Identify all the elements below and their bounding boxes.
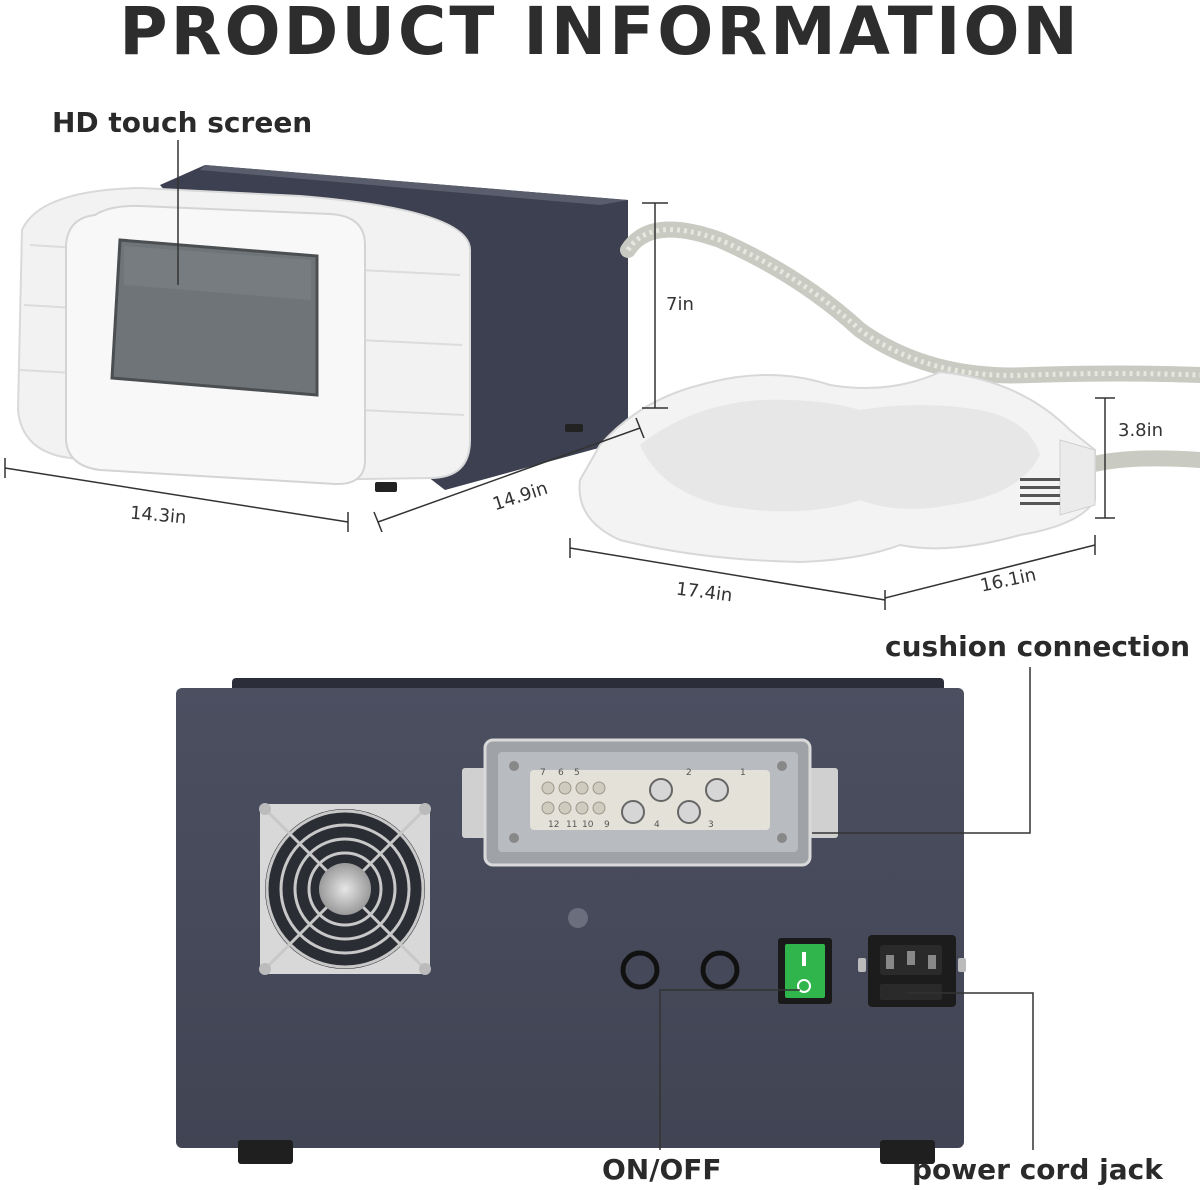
page-title: PRODUCT INFORMATION [119, 0, 1081, 70]
dimension-lines [4, 202, 1115, 610]
round-port-right[interactable] [700, 950, 740, 990]
pin-label: 4 [654, 820, 660, 830]
cushion-cable [620, 221, 1200, 384]
pin-label: 3 [708, 820, 714, 830]
pin-label: 6 [558, 768, 564, 778]
pin-label: 9 [604, 820, 610, 830]
on-off-label: ON/OFF [602, 1153, 722, 1186]
indicator-led [568, 908, 588, 928]
cushion-height-dimension: 3.8in [1118, 420, 1164, 441]
pin-label: 12 [548, 820, 560, 830]
pin-label: 1 [740, 768, 746, 778]
cushion-connection-label: cushion connection [885, 630, 1191, 663]
pin-label: 5 [574, 768, 580, 778]
pin-label: 7 [540, 768, 546, 778]
power-switch[interactable] [778, 938, 832, 1004]
power-cord-jack[interactable] [858, 935, 966, 1007]
rear-panel [176, 678, 966, 1164]
main-unit [16, 165, 628, 492]
pin-label: 11 [566, 820, 578, 830]
pin-label: 2 [686, 768, 692, 778]
cooling-fan [259, 803, 431, 975]
hd-touch-screen-label: HD touch screen [52, 106, 313, 139]
cushion-unit [578, 370, 1096, 564]
power-cord-jack-label: power cord jack [912, 1153, 1163, 1186]
main-height-dimension: 7in [666, 294, 694, 315]
cushion-connector[interactable] [462, 738, 838, 867]
round-port-left[interactable] [620, 950, 660, 990]
pin-label: 10 [582, 820, 594, 830]
callout-leaders [659, 667, 1034, 1150]
